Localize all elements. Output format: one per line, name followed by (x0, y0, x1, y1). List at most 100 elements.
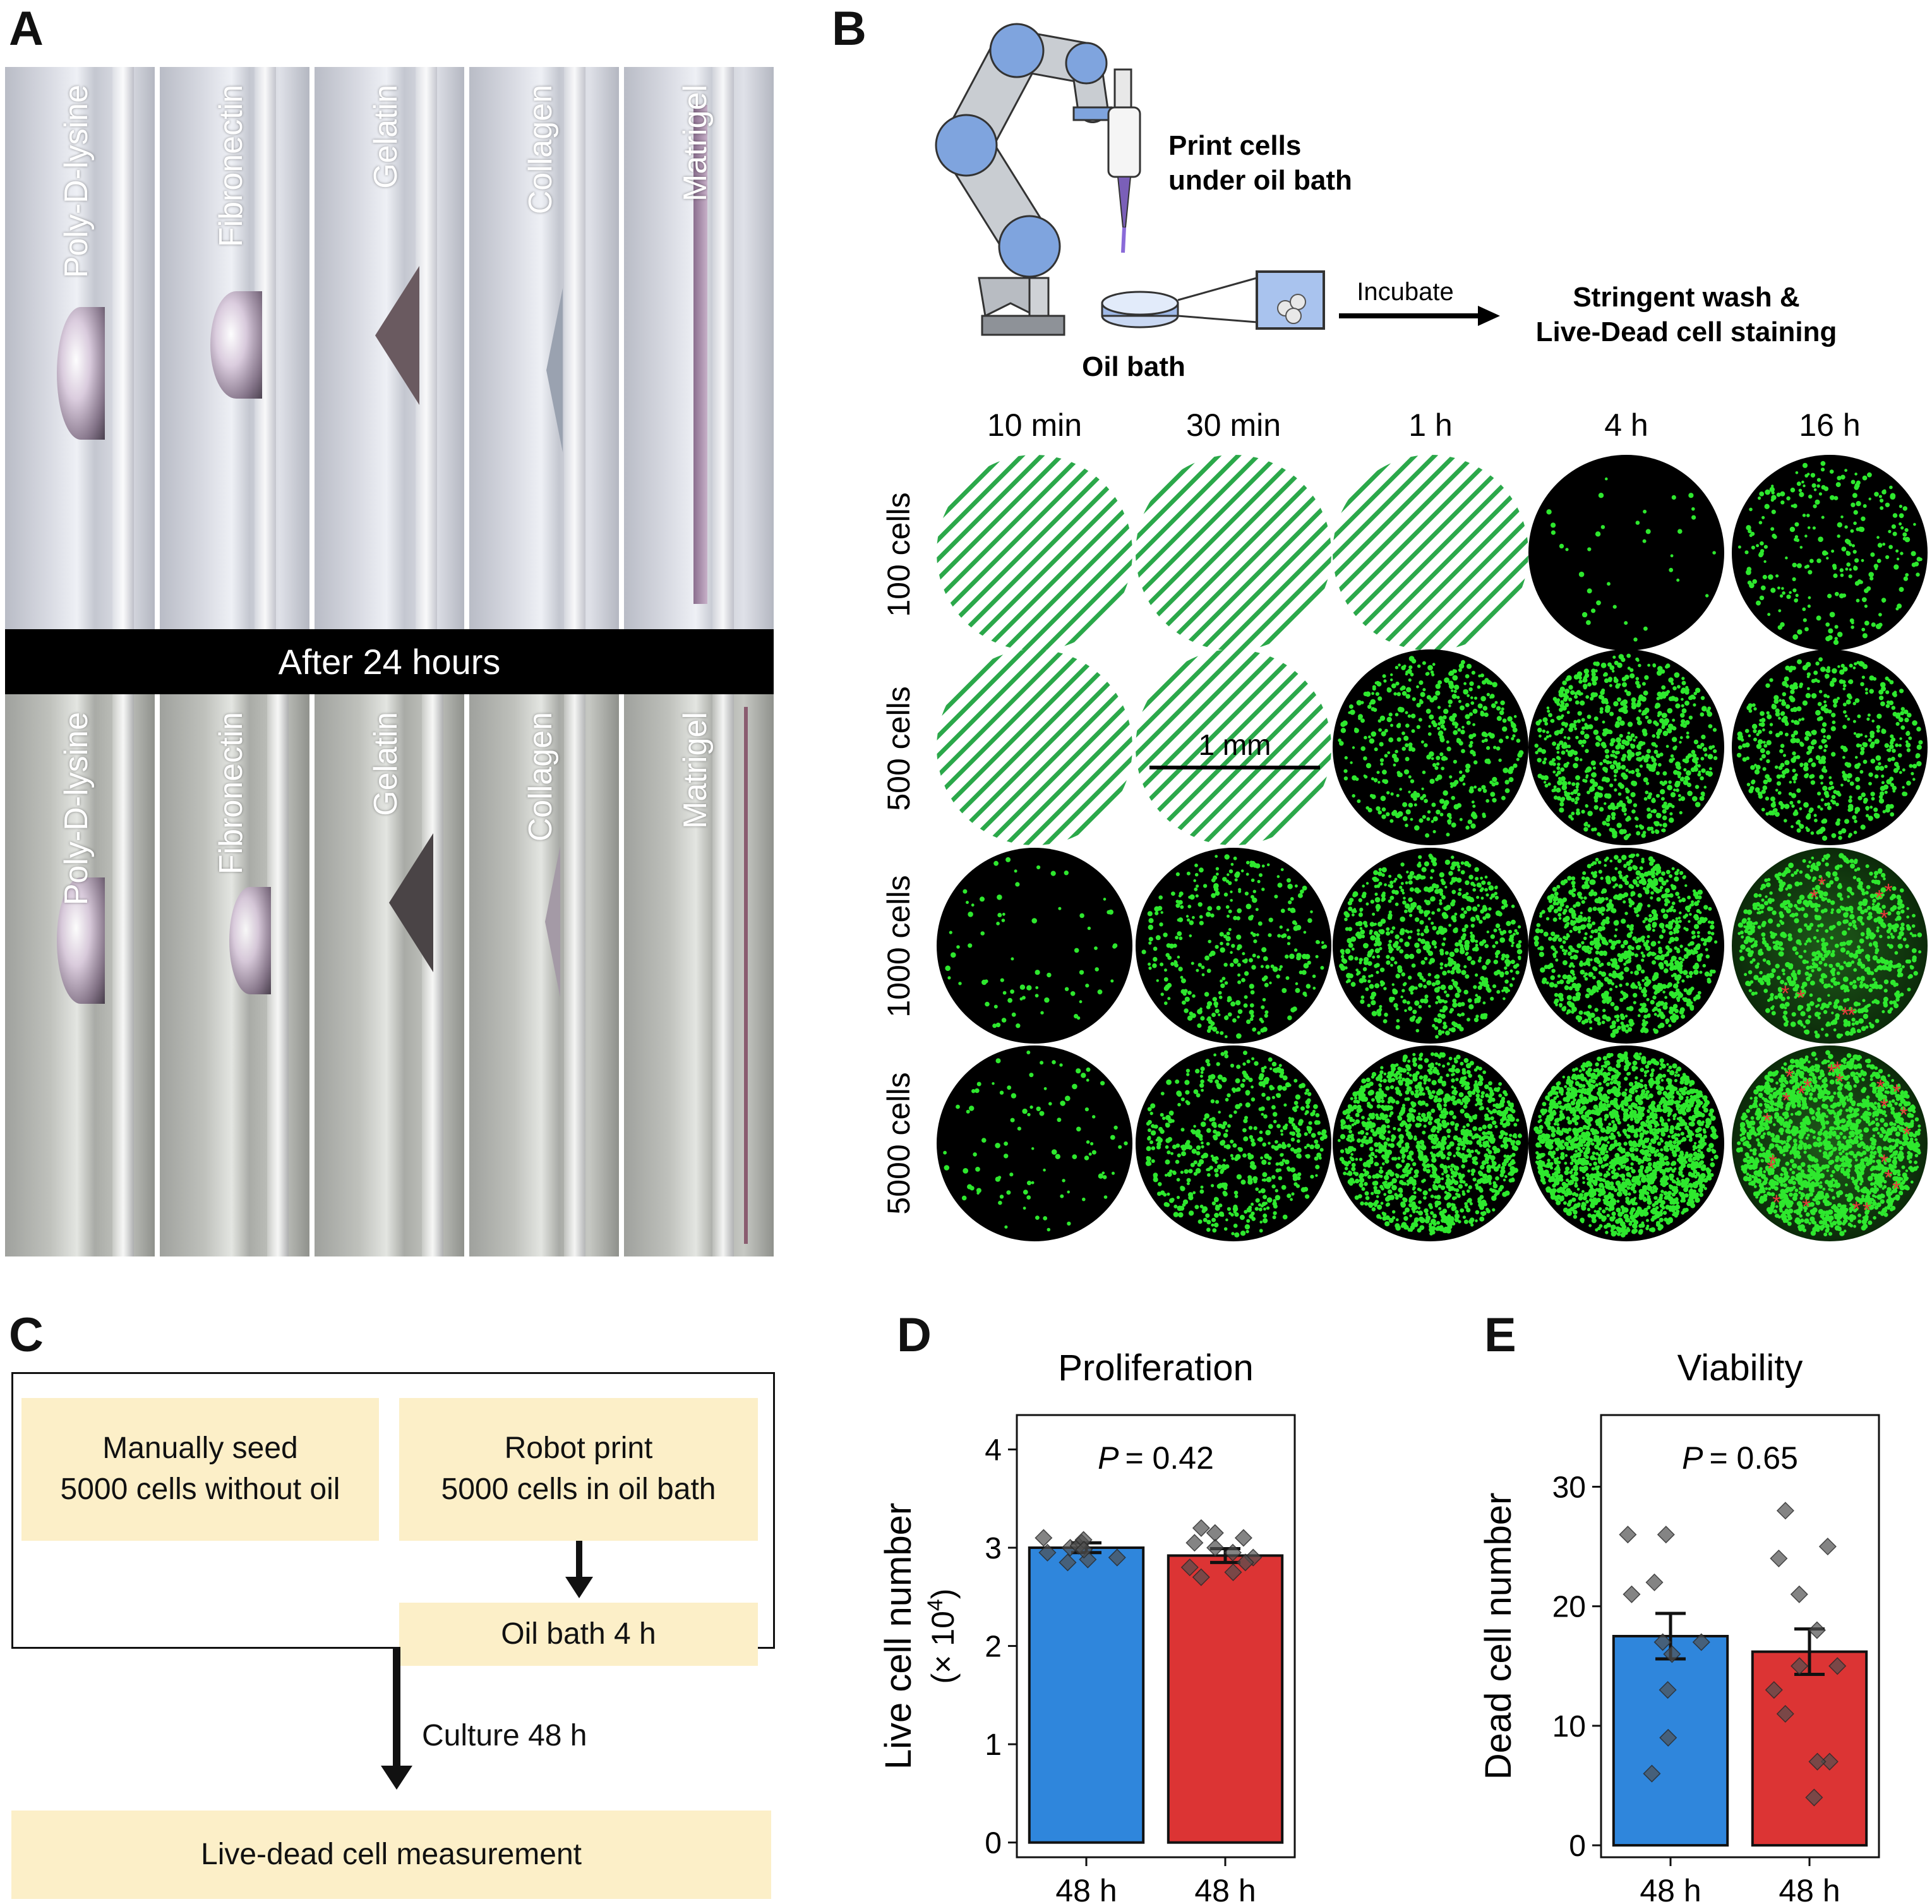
culture-label: Culture 48 h (422, 1719, 587, 1752)
dead-cell-marker: * (1810, 886, 1818, 910)
strip-fibronectin: Fibronectin (160, 694, 309, 1256)
droplet (57, 307, 105, 440)
dead-cell-marker: * (1876, 1076, 1885, 1100)
coating-label: Fibronectin (212, 85, 249, 248)
droplet (229, 887, 271, 994)
y-axis-unit: (× 104) (923, 1589, 961, 1684)
dead-cell-marker: * (1768, 1150, 1777, 1174)
dead-cell-marker: * (1880, 1095, 1888, 1119)
dead-cell-marker: * (1802, 1195, 1810, 1219)
tube-highlight (564, 67, 585, 629)
dead-cell-marker: * (1892, 1080, 1900, 1104)
strip-poly-d-lysine: Poly-D-lysine (5, 67, 155, 629)
dead-cell-marker: * (1903, 1123, 1911, 1147)
gel-wedge (389, 833, 433, 972)
well-image (1732, 649, 1928, 845)
data-point (1808, 1752, 1827, 1771)
print-label-2: under oil bath (1168, 165, 1352, 196)
y-tick-label: 30 (1552, 1471, 1586, 1505)
tube-highlight (422, 694, 443, 1256)
y-tick-label: 0 (1569, 1829, 1586, 1863)
dead-cell-marker: * (1781, 982, 1789, 1006)
panel-letter-d: D (897, 1308, 932, 1362)
cell-dots (1736, 657, 1923, 841)
panel-letter-b: B (832, 2, 867, 56)
data-point (1770, 1549, 1788, 1568)
tube-highlight (112, 67, 134, 629)
dead-cell-marker: * (1841, 1003, 1849, 1027)
dead-cell-marker: * (1875, 886, 1883, 910)
dead-cell-marker: * (1827, 1060, 1835, 1084)
droplet (210, 291, 262, 399)
data-point (1692, 1633, 1710, 1651)
coating-label: Poly-D-lysine (57, 712, 95, 906)
panel-letter-a: A (9, 2, 44, 56)
petri-dish-icon (1101, 270, 1325, 330)
data-point (1038, 1543, 1057, 1562)
data-point (1234, 1529, 1252, 1547)
points (1619, 1502, 1847, 1807)
well-circles: ******************************* (937, 455, 1928, 1241)
time-header: 16 h (1799, 407, 1860, 443)
chart-title: Proliferation (1058, 1347, 1253, 1389)
dead-cell-marker: * (1772, 1191, 1780, 1215)
well-image (1732, 455, 1928, 651)
data-point (1619, 1526, 1637, 1544)
oil-bath-box: Oil bath 4 h (399, 1603, 758, 1666)
panel-letter-e: E (1484, 1308, 1516, 1362)
data-point (1820, 1752, 1839, 1771)
strip-gelatin: Gelatin (315, 694, 464, 1256)
arrow-shaft (393, 1647, 400, 1769)
empty-well (1136, 455, 1331, 651)
data-point (1828, 1657, 1847, 1675)
coating-label: Gelatin (367, 85, 404, 189)
data-point (1623, 1585, 1641, 1603)
bar (1167, 1554, 1284, 1844)
empty-well (1333, 455, 1528, 651)
coating-label: Poly-D-lysine (57, 85, 95, 279)
dead-cell-marker: * (1863, 1198, 1871, 1222)
x-tick-label: 48 hSeeded (1616, 1873, 1725, 1904)
row-label: 5000 cells (881, 1072, 916, 1214)
strip-collagen: Collagen (469, 694, 619, 1256)
coating-label: Gelatin (367, 712, 404, 816)
print-label-1: Print cells (1168, 130, 1301, 161)
strip-fibronectin: Fibronectin (160, 67, 309, 629)
cell-dots (1737, 853, 1923, 1039)
well-image (1528, 455, 1724, 651)
time-header: 4 h (1604, 407, 1648, 443)
data-point (1643, 1764, 1661, 1783)
row-label: 100 cells (881, 492, 916, 617)
bar (1751, 1650, 1868, 1847)
viability-chart: Viability P= 0.65 Dead cell number 01020… (1478, 1347, 1880, 1904)
cell-dots (1533, 853, 1718, 1038)
coating-label: Matrigel (676, 712, 714, 829)
data-point (1776, 1502, 1794, 1520)
dead-cell-marker: * (1803, 1075, 1811, 1099)
cell-dots (943, 1051, 1128, 1232)
coating-strips-before: Poly-D-lysine Fibronectin Gelatin Collag… (5, 67, 774, 629)
data-point (1645, 1573, 1664, 1591)
p-value-annotation: P= 0.65 (1682, 1440, 1798, 1476)
well-image (937, 848, 1132, 1044)
coating-label: Fibronectin (212, 712, 249, 875)
y-tick-label: 0 (985, 1827, 1002, 1860)
y-tick-label: 20 (1552, 1591, 1586, 1624)
dead-cell-marker: * (1852, 1198, 1861, 1222)
gel-film (693, 105, 707, 604)
gel-film (744, 707, 748, 1244)
x-tick-label: 48 hSeeded (1032, 1873, 1141, 1904)
scale-bar-label: 1 mm (1199, 728, 1271, 761)
plot-frame (1016, 1414, 1296, 1859)
proliferation-chart: Proliferation P= 0.42 Live cell number (… (878, 1347, 1297, 1904)
data-point (1224, 1563, 1242, 1581)
tube-highlight (712, 694, 734, 1256)
robot-print-box: Robot print 5000 cells in oil bath (399, 1398, 758, 1541)
well-image (1136, 1045, 1331, 1241)
y-tick-label: 2 (985, 1630, 1002, 1664)
strip-matrigel: Matrigel (624, 67, 774, 629)
